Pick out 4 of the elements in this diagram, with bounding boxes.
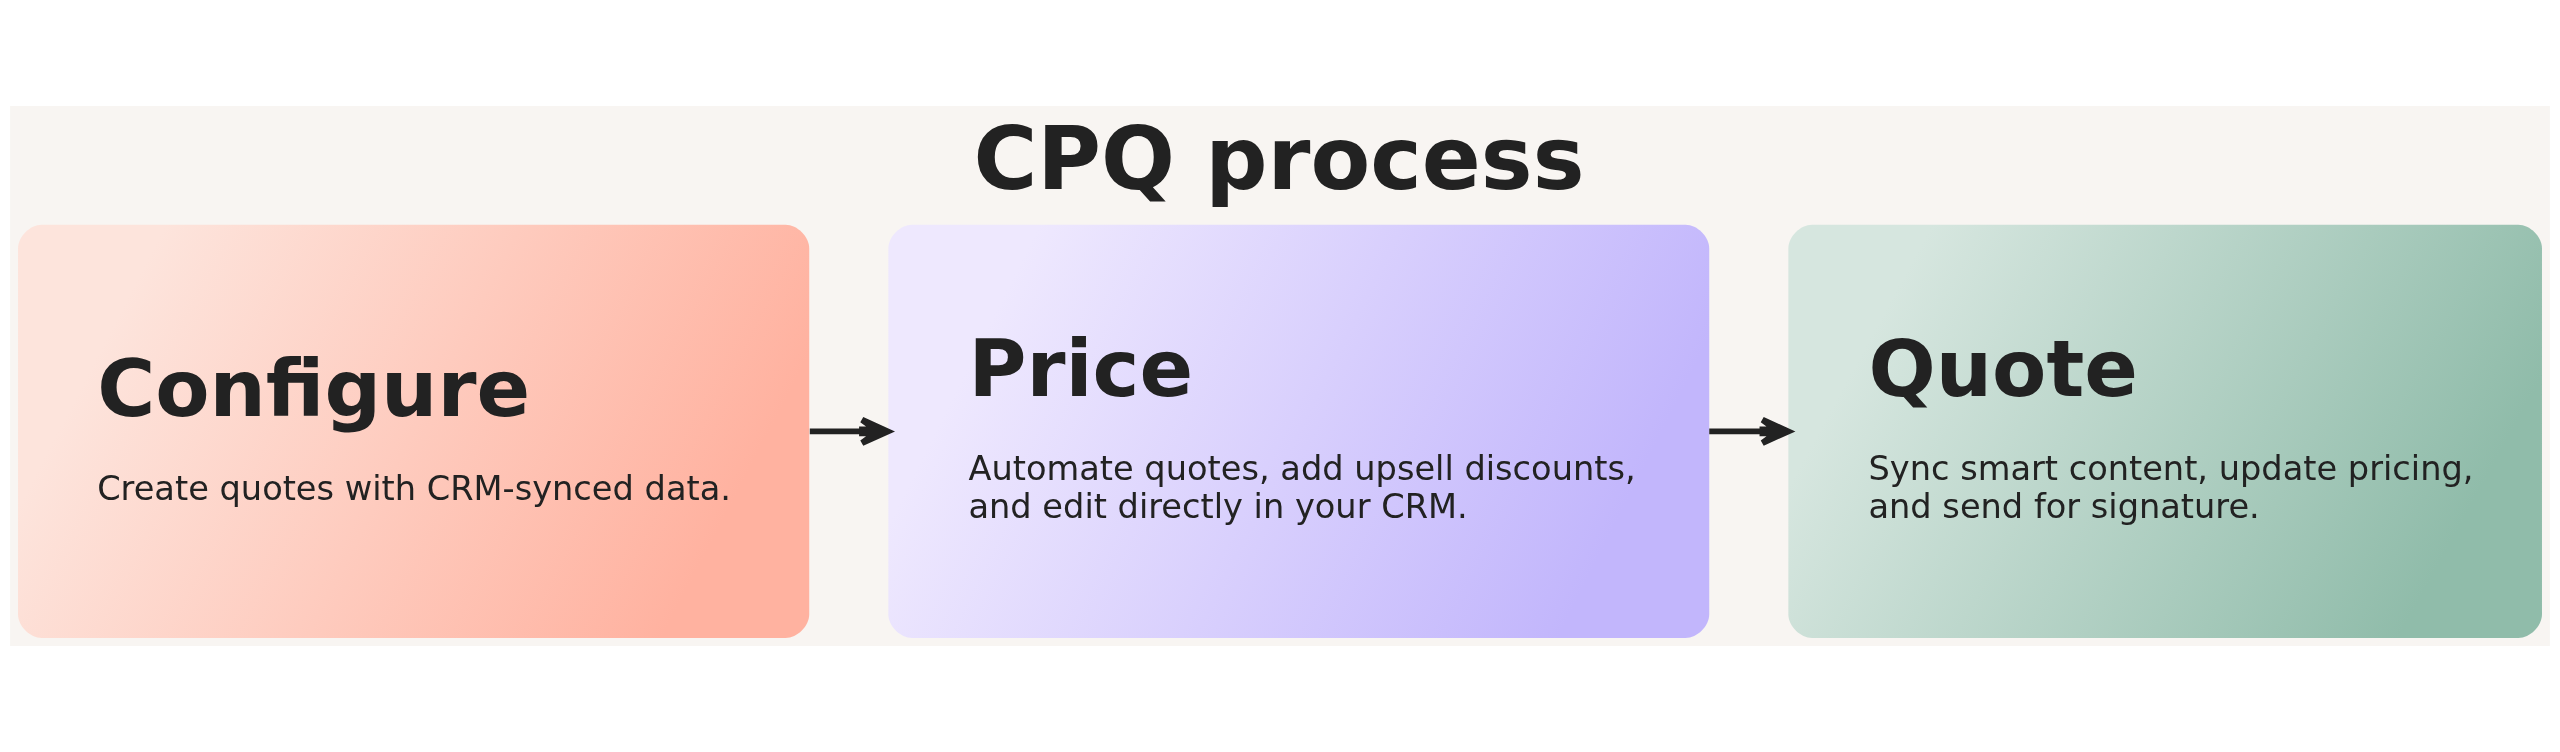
node-box: Quote Sync smart content, update pricing, and send for signature.	[1788, 224, 2542, 639]
diagram-title: CPQ process	[973, 108, 1585, 211]
node-box: Price Automate quotes, add upsell discounts, and edit directly in your CRM.	[888, 224, 1710, 639]
node-box: Configure Create quotes with CRM-synced data.	[18, 224, 810, 639]
